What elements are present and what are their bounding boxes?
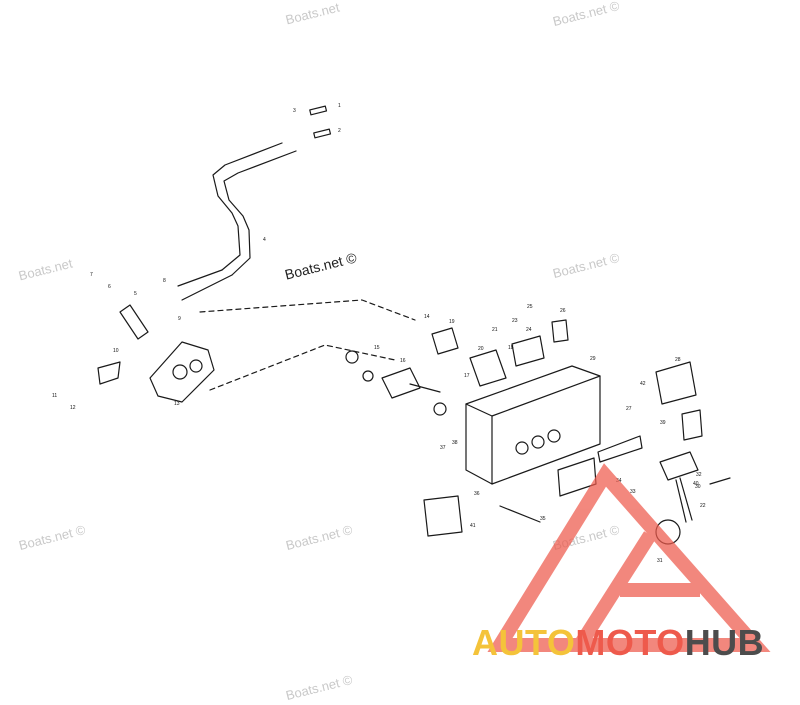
callout-label: 35 xyxy=(540,516,546,522)
shaft-assembly xyxy=(345,327,507,416)
callout-label: 26 xyxy=(560,308,566,314)
automotohub-logo-text: AUTOMOTOHUB xyxy=(472,622,764,664)
callout-label: 42 xyxy=(640,381,646,387)
long-screw xyxy=(499,505,541,523)
cable-assembly-upper xyxy=(177,142,297,301)
callout-label: 37 xyxy=(440,445,446,451)
callout-label: 32 xyxy=(696,472,702,478)
callout-label: 11 xyxy=(52,393,57,399)
junction-box-lower xyxy=(423,495,463,537)
automotohub-logo-triangle xyxy=(487,463,771,652)
callout-label: 40 xyxy=(693,481,699,487)
callout-label: 41 xyxy=(470,523,476,529)
callout-label: 20 xyxy=(478,346,484,352)
callout-label: 17 xyxy=(464,373,470,379)
logo-text-hub: HUB xyxy=(684,622,765,663)
callout-label: 19 xyxy=(449,319,455,325)
callout-label: 9 xyxy=(178,316,181,322)
control-box xyxy=(465,365,601,485)
callout-label: 16 xyxy=(400,358,406,364)
callout-label: 7 xyxy=(90,272,93,278)
callout-label: 21 xyxy=(492,327,498,333)
callout-label: 33 xyxy=(630,489,636,495)
callout-label: 29 xyxy=(590,356,596,362)
callout-label: 13 xyxy=(174,401,180,407)
callout-label: 12 xyxy=(70,405,76,411)
callout-label: 39 xyxy=(660,420,666,426)
callout-label: 4 xyxy=(263,237,266,243)
control-base-plate xyxy=(149,341,215,403)
callout-label: 31 xyxy=(657,558,663,564)
logo-text-auto: AUTO xyxy=(472,622,576,663)
callout-label: 15 xyxy=(374,345,380,351)
callout-label: 10 xyxy=(113,348,119,354)
callout-label: 36 xyxy=(474,491,480,497)
callout-label: 14 xyxy=(424,314,430,320)
callout-label: 8 xyxy=(163,278,166,284)
callout-label: 30 xyxy=(695,484,701,490)
callout-label: 6 xyxy=(108,284,111,290)
callout-label: 5 xyxy=(134,291,137,297)
dashed-harness-lines xyxy=(199,299,416,391)
bracket-upper xyxy=(511,319,569,367)
callout-label: 25 xyxy=(527,304,533,310)
callout-labels: 1234567891011121314151617181920212223242… xyxy=(52,103,706,564)
cover-cap xyxy=(655,361,703,441)
callout-label: 1 xyxy=(338,103,341,109)
logo-text-moto: MOTO xyxy=(575,622,685,663)
callout-label: 23 xyxy=(512,318,518,324)
callout-label: 22 xyxy=(700,503,706,509)
callout-label: 18 xyxy=(508,345,514,351)
callout-label: 28 xyxy=(675,357,681,363)
callout-label: 24 xyxy=(526,327,532,333)
bracket-small xyxy=(97,304,149,385)
callout-label: 27 xyxy=(626,406,632,412)
cable-end-pins xyxy=(309,105,332,139)
callout-label: 2 xyxy=(338,128,341,134)
callout-label: 3 xyxy=(293,108,296,114)
callout-label: 38 xyxy=(452,440,458,446)
